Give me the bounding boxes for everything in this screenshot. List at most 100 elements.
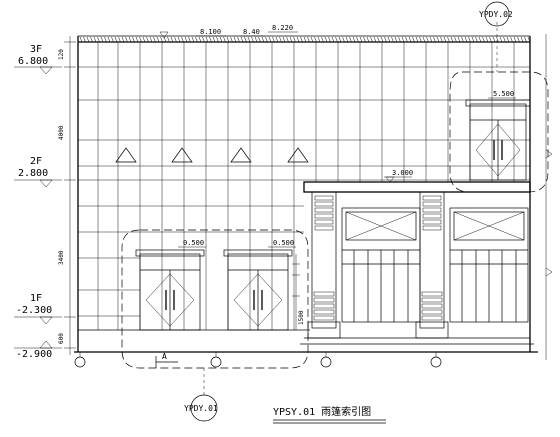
roof-hatch-tick (293, 36, 296, 43)
roof-hatch-tick (132, 36, 135, 43)
dim-top: 120 (58, 49, 65, 60)
roof-hatch-tick (394, 36, 398, 43)
roof-hatch-tick (503, 36, 506, 43)
roof-hatch-tick (100, 36, 104, 43)
roof-hatch-tick (324, 36, 328, 43)
roof-hatch-tick (86, 36, 90, 43)
roof-hatch-tick (513, 36, 517, 43)
pillar-ring (313, 309, 335, 315)
roof-hatch-tick (520, 36, 524, 43)
roof-hatch-tick (286, 36, 289, 43)
roof-hatch-tick (524, 36, 527, 43)
roof-hatch-tick (289, 36, 293, 43)
roof-hatch-tick (345, 36, 349, 43)
pillar-ring (314, 201, 334, 207)
upper-right-window: 5.500 (465, 90, 531, 181)
pillar-ring (421, 309, 443, 315)
axis-bubbles (74, 352, 442, 368)
door-dim-label: 1500 (298, 310, 305, 325)
roof-hatch-tick (310, 36, 314, 43)
triangle-ornament (230, 147, 252, 163)
roof-hatch-tick (104, 36, 107, 43)
level-name-1f: 1F (30, 293, 42, 304)
roof-edge-hatch (79, 36, 531, 43)
window-b: 0.500 (223, 239, 296, 331)
top-elevations: 8.100 8.40 8.220 (159, 24, 298, 39)
roof-hatch-tick (254, 36, 258, 43)
pillar-ring (314, 219, 334, 225)
roof-hatch-tick (492, 36, 496, 43)
roof-hatch-tick (146, 36, 149, 43)
roof-hatch-tick (90, 36, 93, 43)
roof-hatch-tick (464, 36, 468, 43)
roof-hatch-tick (387, 36, 391, 43)
top-elev-3: 8.220 (272, 24, 293, 32)
roof-hatch-tick (296, 36, 300, 43)
roof-hatch-tick (398, 36, 401, 43)
pillar-ring (422, 201, 442, 207)
roof-hatch-tick (471, 36, 475, 43)
triangle-ornaments (115, 147, 309, 163)
roof-hatch-tick (167, 36, 170, 43)
roof-hatch-tick (209, 36, 212, 43)
roof-hatch-tick (244, 36, 247, 43)
dim-bot: 600 (58, 333, 65, 344)
pillar-ring (421, 291, 443, 297)
section-mark: A (155, 352, 178, 368)
roof-hatch-tick (195, 36, 198, 43)
roof-hatch-tick (237, 36, 240, 43)
roof-hatch-tick (118, 36, 121, 43)
roof-hatch-tick (139, 36, 142, 43)
roof-hatch-tick (450, 36, 454, 43)
triangle-ornament (287, 147, 309, 163)
pillar-ring (313, 303, 335, 309)
pillar-rings (313, 195, 443, 321)
roof-hatch-tick (181, 36, 184, 43)
pillar-ring (314, 213, 334, 219)
roof-hatch-tick (499, 36, 503, 43)
pillar-ring (314, 207, 334, 213)
roof-hatch-tick (170, 36, 174, 43)
roof-hatch-tick (160, 36, 163, 43)
roof-hatch-tick (359, 36, 363, 43)
roof-hatch-tick (184, 36, 188, 43)
roof-hatch-tick (335, 36, 338, 43)
drawing-title-text: YPSY.01 雨篷索引图 (273, 405, 371, 418)
roof-hatch-tick (79, 36, 83, 43)
roof-hatch-tick (198, 36, 202, 43)
roof-hatch-tick (331, 36, 335, 43)
roof-hatch-tick (300, 36, 303, 43)
level-elev-ground: -2.900 (16, 349, 52, 360)
roof-hatch-tick (527, 36, 531, 43)
roof-hatch-tick (475, 36, 478, 43)
pillar-ring (422, 225, 442, 231)
dim-mid: 4000 (58, 125, 65, 140)
roof-hatch-tick (83, 36, 86, 43)
roof-hatch-tick (429, 36, 433, 43)
roof-hatch-tick (352, 36, 356, 43)
roof-hatch-tick (440, 36, 443, 43)
roof-hatch-tick (366, 36, 370, 43)
roof-hatch-tick (510, 36, 513, 43)
roof-hatch-tick (405, 36, 408, 43)
roof-hatch-tick (261, 36, 265, 43)
pillar-ring (421, 315, 443, 321)
roof-hatch-tick (380, 36, 384, 43)
roof-hatch-tick (328, 36, 331, 43)
roof-hatch-tick (489, 36, 492, 43)
roof-hatch-tick (468, 36, 471, 43)
detail-tag-bottom: YPDY.01 (184, 404, 218, 413)
roof-hatch-tick (177, 36, 181, 43)
roof-hatch-tick (216, 36, 219, 43)
roof-hatch-tick (356, 36, 359, 43)
level-name-2f: 2F (30, 156, 42, 167)
pillar-ring (421, 303, 443, 309)
roof-hatch-tick (496, 36, 499, 43)
level-elev-3f: 6.800 (18, 56, 48, 67)
roof-hatch-tick (212, 36, 216, 43)
roof-hatch-tick (314, 36, 317, 43)
level-elev-2f: 2.800 (18, 168, 48, 179)
window-a-mark: 0.500 (183, 239, 204, 247)
roof-hatch-tick (307, 36, 310, 43)
